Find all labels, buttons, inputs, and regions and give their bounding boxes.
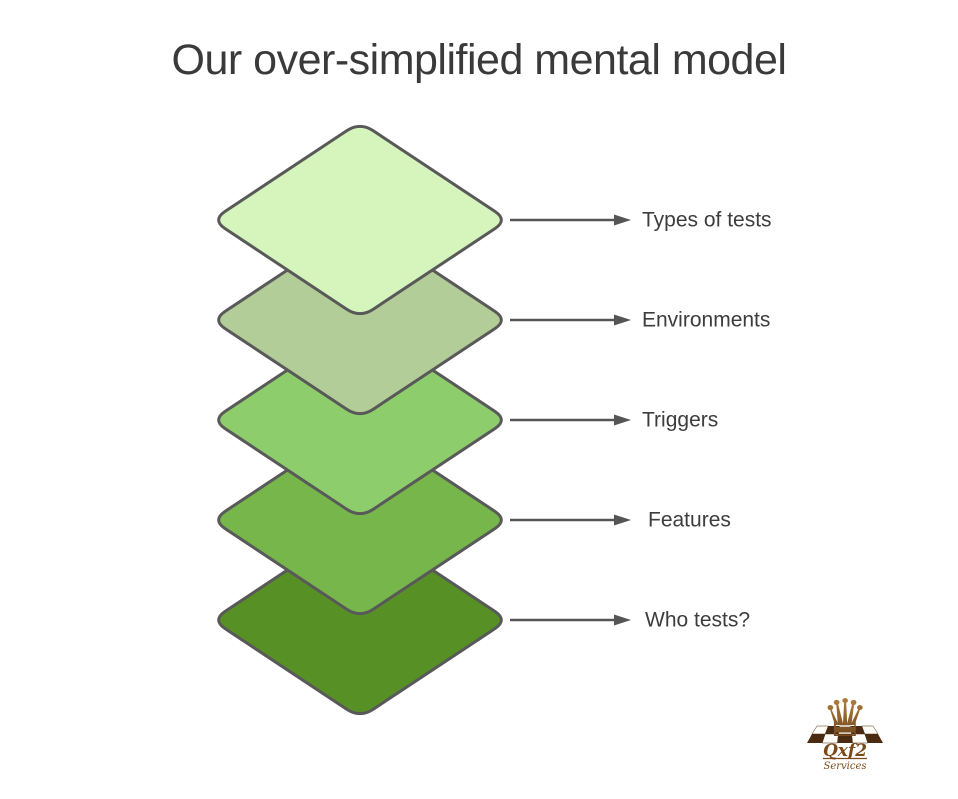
arrowhead-icon bbox=[614, 514, 631, 526]
chessboard-light-cells bbox=[811, 725, 879, 744]
layer-label-who-tests: Who tests? bbox=[645, 609, 750, 632]
arrow-types-of-tests bbox=[510, 214, 631, 226]
arrow-environments bbox=[510, 314, 631, 326]
diagram-title: Our over-simplified mental model bbox=[171, 36, 787, 84]
layer-label-triggers: Triggers bbox=[642, 409, 718, 432]
arrowhead-icon bbox=[614, 614, 631, 626]
arrow-features bbox=[510, 514, 631, 526]
layer-stack bbox=[217, 124, 503, 716]
arrow-connectors bbox=[510, 214, 631, 626]
qxf2-logo: ♛ Qxf2 Services bbox=[807, 689, 883, 772]
board-cell bbox=[825, 726, 840, 734]
board-cell bbox=[850, 726, 865, 734]
arrowhead-icon bbox=[614, 414, 631, 426]
layer-label-features: Features bbox=[648, 509, 731, 532]
logo-subtitle: Services bbox=[823, 761, 866, 772]
board-cell bbox=[864, 734, 883, 743]
layer-labels: Types of tests Environments Triggers Fea… bbox=[642, 209, 772, 632]
arrowhead-icon bbox=[614, 214, 631, 226]
layer-diamond-types-of-tests bbox=[217, 124, 503, 316]
board-cell bbox=[807, 734, 826, 743]
board-cell bbox=[837, 734, 853, 743]
logo-wordmark: Qxf2 Services bbox=[823, 741, 867, 772]
chessboard-dark-cells bbox=[807, 726, 883, 743]
arrowhead-icon bbox=[614, 314, 631, 326]
arrow-who-tests bbox=[510, 614, 631, 626]
logo-name: Qxf2 bbox=[823, 741, 867, 761]
layer-label-environments: Environments bbox=[642, 309, 770, 332]
arrow-triggers bbox=[510, 414, 631, 426]
layer-label-types-of-tests: Types of tests bbox=[642, 209, 772, 232]
chess-piece-icon: ♛ bbox=[822, 689, 869, 749]
